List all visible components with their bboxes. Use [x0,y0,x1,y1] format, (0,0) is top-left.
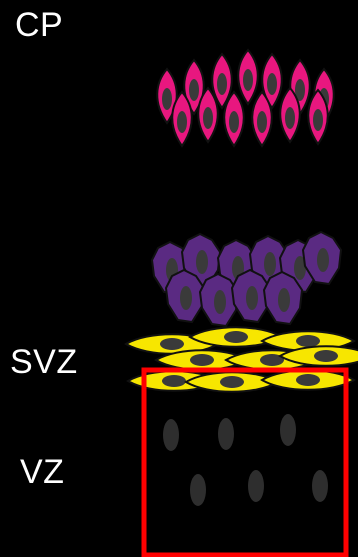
cp-neuron [238,50,258,104]
vz-nucleus [163,419,179,451]
vz-nucleus [280,414,296,446]
svz-nucleus [190,354,214,366]
vz-nucleus [190,474,206,506]
cp-nucleus [257,111,267,133]
migrating-nucleus [264,252,276,276]
migrating-nucleus [214,290,226,314]
migrating-neuron [264,272,302,324]
migrating-nucleus [317,248,329,272]
cp-nucleus [189,79,199,101]
cp-nucleus [177,111,187,133]
vz-nucleus [218,418,234,450]
cp-nucleus [162,88,172,110]
migrating-neuron [200,274,238,326]
cp-nucleus [203,107,213,129]
migrating-neurons-cluster [152,232,341,326]
migrating-nucleus [196,250,208,274]
cp-nucleus [243,69,253,91]
migrating-neuron [166,270,204,322]
ventricular-zone-nuclei [163,414,328,506]
cp-nucleus [229,111,239,133]
vz-nucleus [312,470,328,502]
svz-cell [262,370,354,390]
svz-nucleus [224,331,248,343]
svz-nucleus [296,374,320,386]
vz-nucleus [248,470,264,502]
cp-nucleus [313,109,323,131]
cp-nucleus [285,107,295,129]
svz-nucleus [220,376,244,388]
svz-nucleus [314,350,338,362]
svz-nucleus [160,338,184,350]
svz-nucleus [296,335,320,347]
svz-nucleus [162,375,186,387]
cortical-plate-neurons [157,50,334,146]
cp-nucleus [217,73,227,95]
vz-highlight-box [144,370,346,555]
migrating-nucleus [180,286,192,310]
migrating-nucleus [246,286,258,310]
cp-nucleus [267,73,277,95]
subventricular-zone-cells [126,327,358,392]
migrating-nucleus [278,288,290,312]
